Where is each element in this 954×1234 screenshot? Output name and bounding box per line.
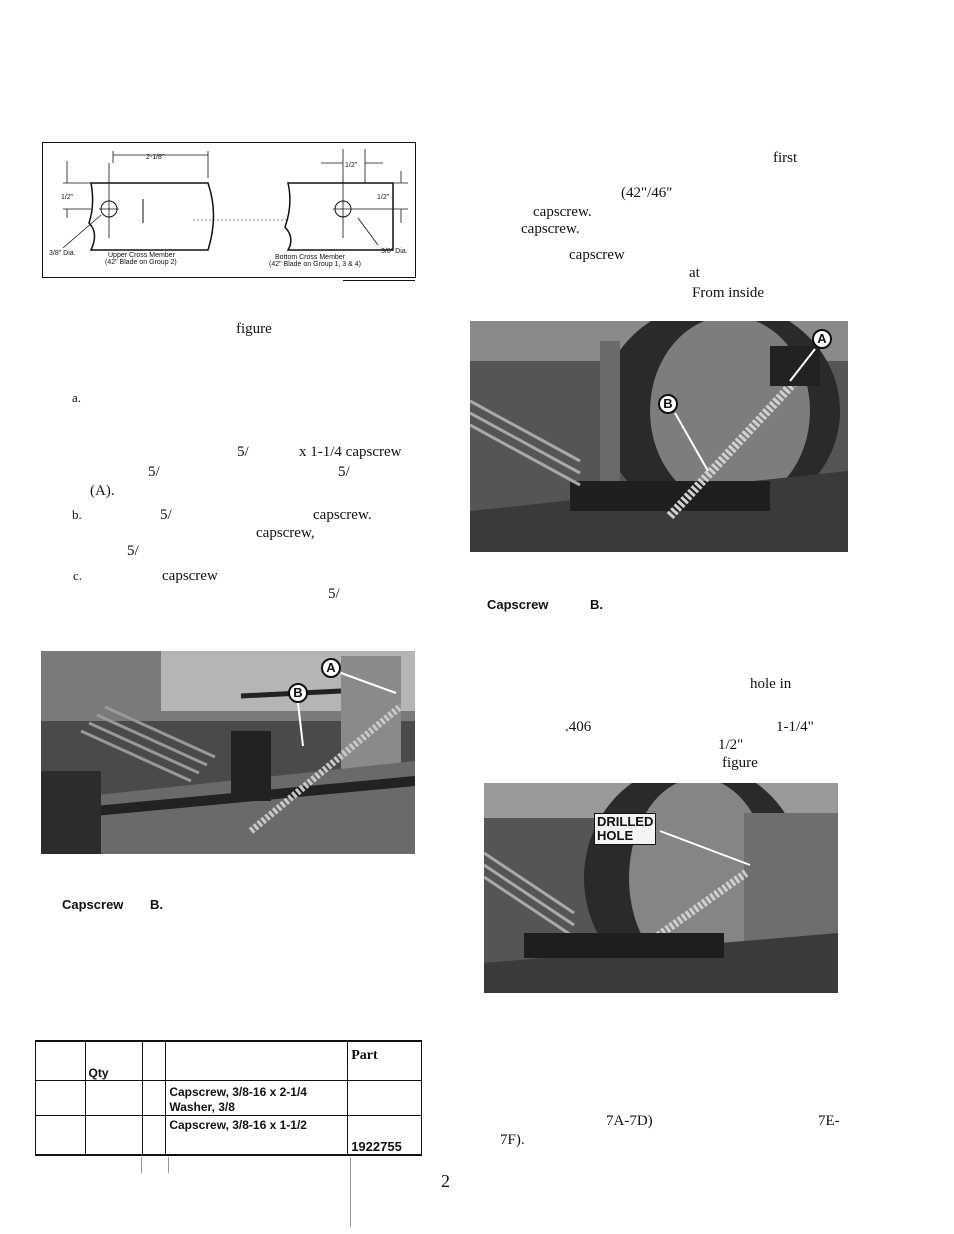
right-caption-b: B. <box>590 597 603 612</box>
caption-bottom-2: (42" Blade on Group 1, 3 & 4) <box>269 261 361 268</box>
text-frag-5-2: 5/ <box>148 464 160 480</box>
text-ref-7f: 7F). <box>500 1132 525 1148</box>
row2-description: Capscrew, 3/8-16 x 1-1/2 <box>165 1115 349 1156</box>
text-capscrew-4: capscrew <box>162 568 218 584</box>
text-capscrew-1-1-4: x 1-1/4 capscrew <box>299 444 402 460</box>
text-figure-r: figure <box>722 755 758 771</box>
row2-part-number: 1922755 <box>347 1115 422 1156</box>
callout-a: A <box>321 658 341 678</box>
parts-table: Qty Part Capscrew, 3/8-16 x 2-1/4 Washer… <box>35 1040 422 1156</box>
dim-right-half-side: 1/2" <box>377 194 390 201</box>
caption-upper-2: (42" Blade on Group 2) <box>105 259 177 266</box>
text-capscrew-3: capscrew, <box>256 525 315 541</box>
header-part: Part <box>347 1040 422 1081</box>
callout-b: B <box>658 394 678 414</box>
hole-location-diagram: 2-1/8" 1/2" 3/8" Dia. Upper Cross Member… <box>42 142 416 278</box>
text-frag-5-1: 5/ <box>237 444 249 460</box>
dia-left: 3/8" Dia. <box>49 250 76 257</box>
callout-a: A <box>812 329 832 349</box>
right-photo-spring-mount: A B <box>470 321 848 552</box>
dim-right-half-top: 1/2" <box>345 162 358 169</box>
left-caption-b: B. <box>150 897 163 912</box>
text-size: (42"/46" <box>621 185 673 201</box>
text-from-inside: From inside <box>692 285 765 301</box>
dim-left-half: 1/2" <box>61 194 74 201</box>
dia-right: 3/8" Dia. <box>381 248 408 255</box>
text-frag-5-6: 5/ <box>328 586 340 602</box>
diagram-underline <box>343 280 415 281</box>
text-ref-7a-7d: 7A-7D) <box>606 1113 653 1129</box>
dim-2-1-8: 2-1/8" <box>146 154 165 161</box>
row1-description: Capscrew, 3/8-16 x 2-1/4 Washer, 3/8 <box>165 1080 349 1116</box>
step-b-marker: b. <box>72 507 82 522</box>
text-capscrew-r2: capscrew. <box>521 221 580 237</box>
text-frag-5-5: 5/ <box>127 543 139 559</box>
text-figure: figure <box>236 321 272 337</box>
caption-upper: Upper Cross Member <box>108 252 176 259</box>
drilled-hole-arrow <box>659 830 751 866</box>
text-frag-5-3: 5/ <box>338 464 350 480</box>
text-hole-in: hole in <box>750 676 792 692</box>
right-photo-arrows <box>674 348 816 472</box>
left-photo-spring-mount: A B <box>41 651 415 854</box>
callout-b: B <box>288 683 308 703</box>
text-frag-5-4: 5/ <box>160 507 172 523</box>
text-ref-7e: 7E- <box>818 1113 840 1129</box>
text-first: first <box>773 150 798 166</box>
step-c-marker: c. <box>73 568 83 583</box>
drilled-hole-label: DRILLED HOLE <box>594 813 657 845</box>
text-1-1-4: 1-1/4" <box>776 719 814 735</box>
caption-bottom: Bottom Cross Member <box>275 254 346 261</box>
diagram-drawing: 2-1/8" 1/2" 3/8" Dia. Upper Cross Member… <box>49 149 408 268</box>
step-a-marker: a. <box>72 390 82 405</box>
text-capscrew-r3: capscrew <box>569 247 625 263</box>
header-qty: Qty <box>84 1040 144 1081</box>
text-1-2: 1/2" <box>718 737 744 753</box>
page-number: 2 <box>441 1171 450 1191</box>
right-photo-drilled-hole: DRILLED HOLE <box>484 783 838 993</box>
text-capscrew-2: capscrew. <box>313 507 372 523</box>
text-capscrew-r1: capscrew. <box>533 204 592 220</box>
text-ref-a: (A). <box>90 483 115 499</box>
left-photo-arrows <box>297 672 397 747</box>
text-at: at <box>689 265 700 281</box>
right-caption-capscrew: Capscrew <box>487 597 549 612</box>
left-caption-capscrew: Capscrew <box>62 897 124 912</box>
text-406: .406 <box>565 719 592 735</box>
